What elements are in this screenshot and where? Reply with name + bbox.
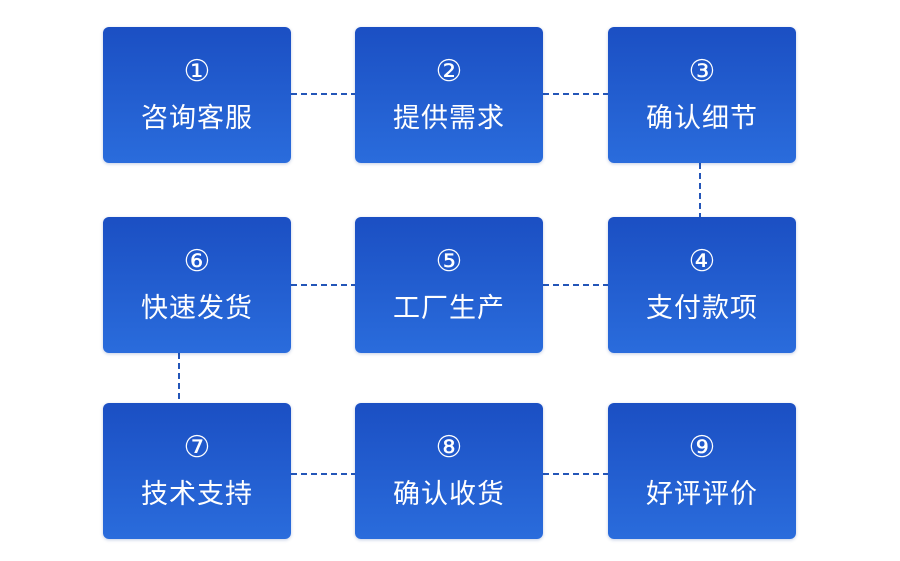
step-box-7: ⑦ 技术支持 <box>103 403 291 539</box>
step-label: 工厂生产 <box>393 293 505 324</box>
step-label: 提供需求 <box>393 103 505 134</box>
step-box-4: ④ 支付款项 <box>608 217 796 353</box>
step-label: 快速发货 <box>141 293 253 324</box>
step-box-3: ③ 确认细节 <box>608 27 796 163</box>
step-number: ③ <box>688 54 716 89</box>
step-number: ② <box>435 54 463 89</box>
step-number: ⑧ <box>435 430 463 465</box>
step-box-1: ① 咨询客服 <box>103 27 291 163</box>
step-number: ① <box>183 54 211 89</box>
step-number: ⑦ <box>183 430 211 465</box>
step-number: ⑤ <box>435 244 463 279</box>
step-label: 好评评价 <box>646 479 758 510</box>
step-label: 确认细节 <box>646 103 758 134</box>
step-number: ④ <box>688 244 716 279</box>
step-box-5: ⑤ 工厂生产 <box>355 217 543 353</box>
step-box-6: ⑥ 快速发货 <box>103 217 291 353</box>
step-number: ⑨ <box>688 430 716 465</box>
step-number: ⑥ <box>183 244 211 279</box>
step-box-9: ⑨ 好评评价 <box>608 403 796 539</box>
step-label: 技术支持 <box>141 479 253 510</box>
step-box-2: ② 提供需求 <box>355 27 543 163</box>
step-label: 咨询客服 <box>141 103 253 134</box>
step-label: 支付款项 <box>646 293 758 324</box>
step-box-8: ⑧ 确认收货 <box>355 403 543 539</box>
step-label: 确认收货 <box>393 479 505 510</box>
